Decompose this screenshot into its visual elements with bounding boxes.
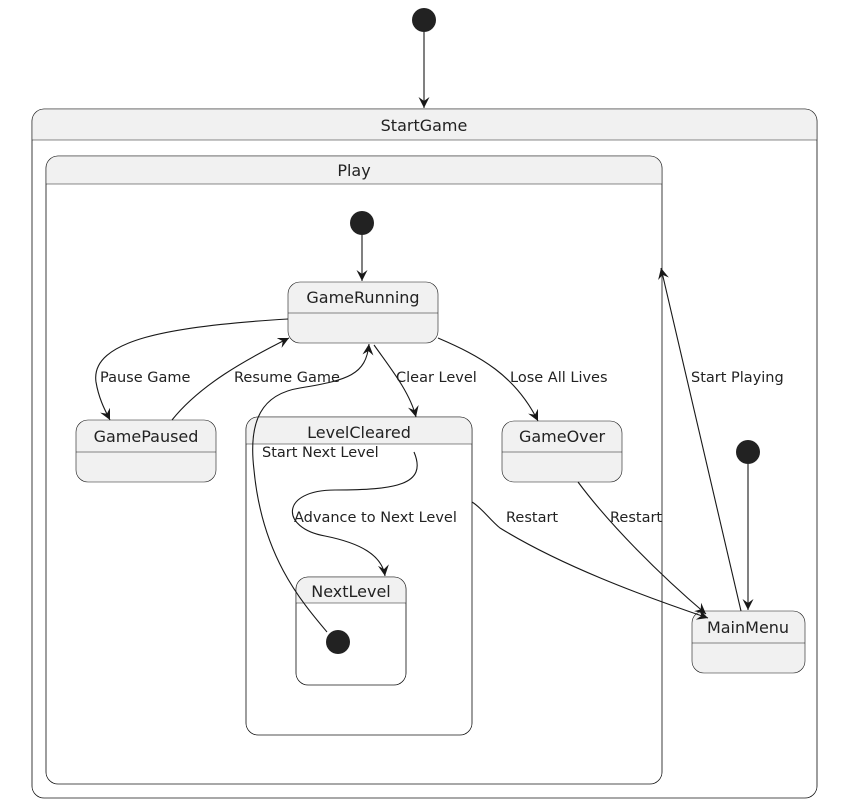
nextlevel-title: NextLevel bbox=[311, 582, 391, 601]
edge-next-level-to-gamerunning bbox=[252, 343, 374, 633]
edge-pause-game bbox=[95, 318, 289, 421]
edge-restart-from-levelcleared bbox=[471, 501, 709, 620]
state-gameover[interactable]: GameOver bbox=[501, 420, 623, 483]
state-gamepaused[interactable]: GamePaused bbox=[75, 419, 217, 483]
edge-clear-level bbox=[373, 344, 419, 418]
play-title: Play bbox=[337, 161, 370, 180]
levelcleared-title: LevelCleared bbox=[307, 423, 411, 442]
levelcleared-entry-label: Start Next Level bbox=[262, 445, 379, 461]
label-start-playing: Start Playing bbox=[691, 370, 784, 386]
initial-state-nextlevel bbox=[326, 630, 350, 654]
label-restart-from-gameover: Restart bbox=[610, 510, 662, 526]
edge-advance-to-next-level bbox=[291, 451, 418, 577]
label-resume-game: Resume Game bbox=[234, 370, 340, 386]
state-levelcleared[interactable]: LevelCleared Start Next Level bbox=[245, 416, 473, 736]
edge-start-playing bbox=[658, 267, 742, 612]
initial-state-play bbox=[350, 211, 374, 235]
initial-state-mainmenu bbox=[736, 440, 760, 464]
initial-state-top bbox=[412, 8, 436, 32]
gameover-label: GameOver bbox=[519, 427, 606, 446]
gamepaused-label: GamePaused bbox=[94, 427, 199, 446]
label-lose-all-lives: Lose All Lives bbox=[510, 370, 608, 386]
edge-lose-all-lives bbox=[437, 337, 539, 422]
state-mainmenu[interactable]: MainMenu bbox=[691, 610, 806, 674]
state-gamerunning[interactable]: GameRunning bbox=[287, 281, 439, 344]
state-nextlevel[interactable]: NextLevel bbox=[295, 576, 407, 686]
gamerunning-label: GameRunning bbox=[306, 288, 419, 307]
edge-resume-game bbox=[171, 337, 290, 421]
label-clear-level: Clear Level bbox=[396, 370, 477, 386]
edge-restart-from-gameover bbox=[577, 481, 707, 615]
label-restart-from-levelcleared: Restart bbox=[506, 510, 558, 526]
label-pause-game: Pause Game bbox=[100, 370, 190, 386]
startgame-title: StartGame bbox=[381, 116, 468, 135]
mainmenu-label: MainMenu bbox=[707, 618, 789, 637]
label-advance-to-next-level: Advance to Next Level bbox=[294, 510, 457, 526]
